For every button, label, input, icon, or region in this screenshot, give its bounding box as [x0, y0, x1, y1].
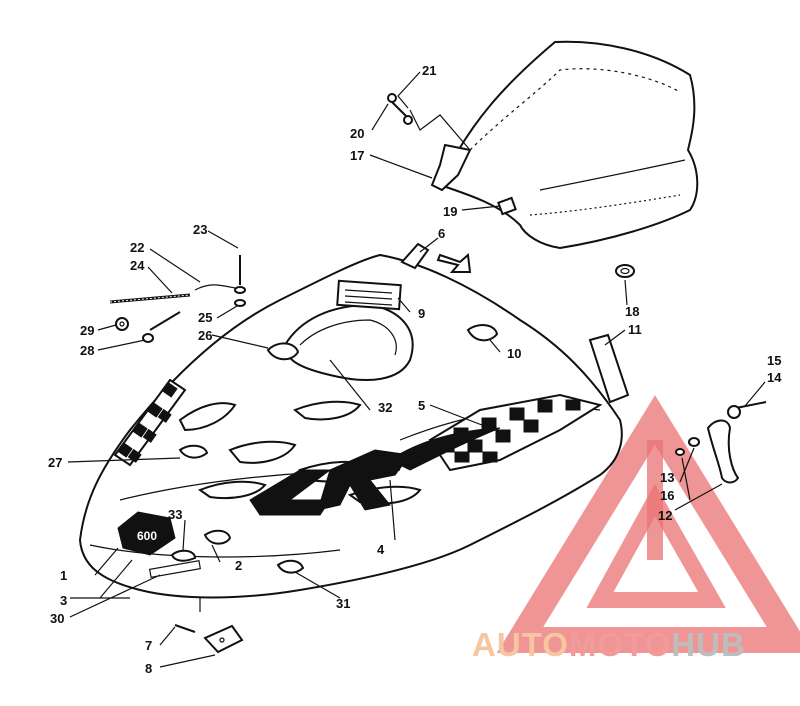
zr-graphic-label: ZR: [340, 496, 343, 498]
leader-lines: [67, 71, 766, 668]
callout-30: 30: [50, 611, 64, 626]
zr-graphic: ZR: [249, 449, 411, 516]
callout-1: 1: [60, 568, 67, 583]
callout-7: 7: [145, 638, 152, 653]
model-badge-text: 600: [137, 529, 157, 543]
callout-8: 8: [145, 661, 152, 676]
callout-24: 24: [130, 258, 145, 273]
callout-9: 9: [418, 306, 425, 321]
part-12-rod: [706, 419, 740, 484]
part-23-pin: [234, 255, 246, 294]
watermark-auto: AUTO: [472, 626, 569, 663]
part-2-grommet: [203, 529, 232, 545]
checker-decal-left: [113, 378, 187, 467]
watermark-logo: [496, 395, 800, 653]
callout-5: 5: [418, 398, 425, 413]
callout-10: 10: [507, 346, 521, 361]
callout-25: 25: [198, 310, 212, 325]
callout-33: 33: [168, 507, 182, 522]
part-13-washer: [688, 437, 700, 447]
part-20-21-screw: [387, 93, 413, 125]
part-10-grommet: [466, 324, 499, 342]
part-31-grommet: [276, 559, 305, 574]
callout-14: 14: [767, 370, 782, 385]
callout-27: 27: [48, 455, 62, 470]
direction-arrow: [436, 252, 472, 273]
callout-6: 6: [438, 226, 445, 241]
part-7-screw: [174, 624, 196, 633]
part-14-15-bolt: [727, 401, 767, 419]
part-30-decal: [148, 560, 202, 578]
callout-26: 26: [198, 328, 212, 343]
part-26-grommet: [266, 342, 300, 361]
part-24-rod: [109, 293, 191, 304]
callout-21: 21: [422, 63, 436, 78]
callout-32: 32: [378, 400, 392, 415]
watermark-hub: HUB: [671, 626, 746, 663]
part-18-grommet: [615, 264, 635, 278]
part-22-cable: [194, 284, 236, 291]
windshield: [438, 40, 699, 250]
part-6-decal: [400, 242, 430, 270]
part-33-grommet: [170, 549, 197, 562]
callout-4: 4: [377, 542, 385, 557]
watermark-moto: MOTO: [569, 626, 671, 663]
part-28-bolt: [149, 311, 181, 331]
callouts: 1 2 3 4 5 6 7 8 9 10 11 12 13 14 15 16 1…: [48, 63, 782, 676]
callout-18: 18: [625, 304, 639, 319]
callout-11: 11: [628, 322, 642, 337]
callout-2: 2: [235, 558, 242, 573]
part-29-nut: [115, 317, 129, 331]
callout-22: 22: [130, 240, 144, 255]
part-3-model-badge: 600: [117, 511, 176, 556]
callout-29: 29: [80, 323, 94, 338]
watermark-text: AUTOMOTOHUB: [472, 626, 746, 663]
svg-text:AUTOMOTOHUB: AUTOMOTOHUB: [472, 626, 746, 663]
part-9-decal: [336, 279, 402, 311]
callout-28: 28: [80, 343, 94, 358]
callout-23: 23: [193, 222, 207, 237]
part-16-washer: [675, 448, 685, 456]
callout-3: 3: [60, 593, 67, 608]
callout-20: 20: [350, 126, 364, 141]
callout-19: 19: [443, 204, 457, 219]
callout-15: 15: [767, 353, 781, 368]
callout-12: 12: [658, 508, 672, 523]
part-19-nut: [497, 196, 517, 216]
callout-17: 17: [350, 148, 364, 163]
part-25-washer: [234, 299, 246, 307]
part-11-decal: [588, 333, 630, 404]
part-8-plate: [203, 624, 244, 654]
part-27-grommet: [178, 444, 209, 459]
callout-16: 16: [660, 488, 674, 503]
callout-13: 13: [660, 470, 674, 485]
callout-31: 31: [336, 596, 350, 611]
part-28-washer: [142, 333, 154, 343]
